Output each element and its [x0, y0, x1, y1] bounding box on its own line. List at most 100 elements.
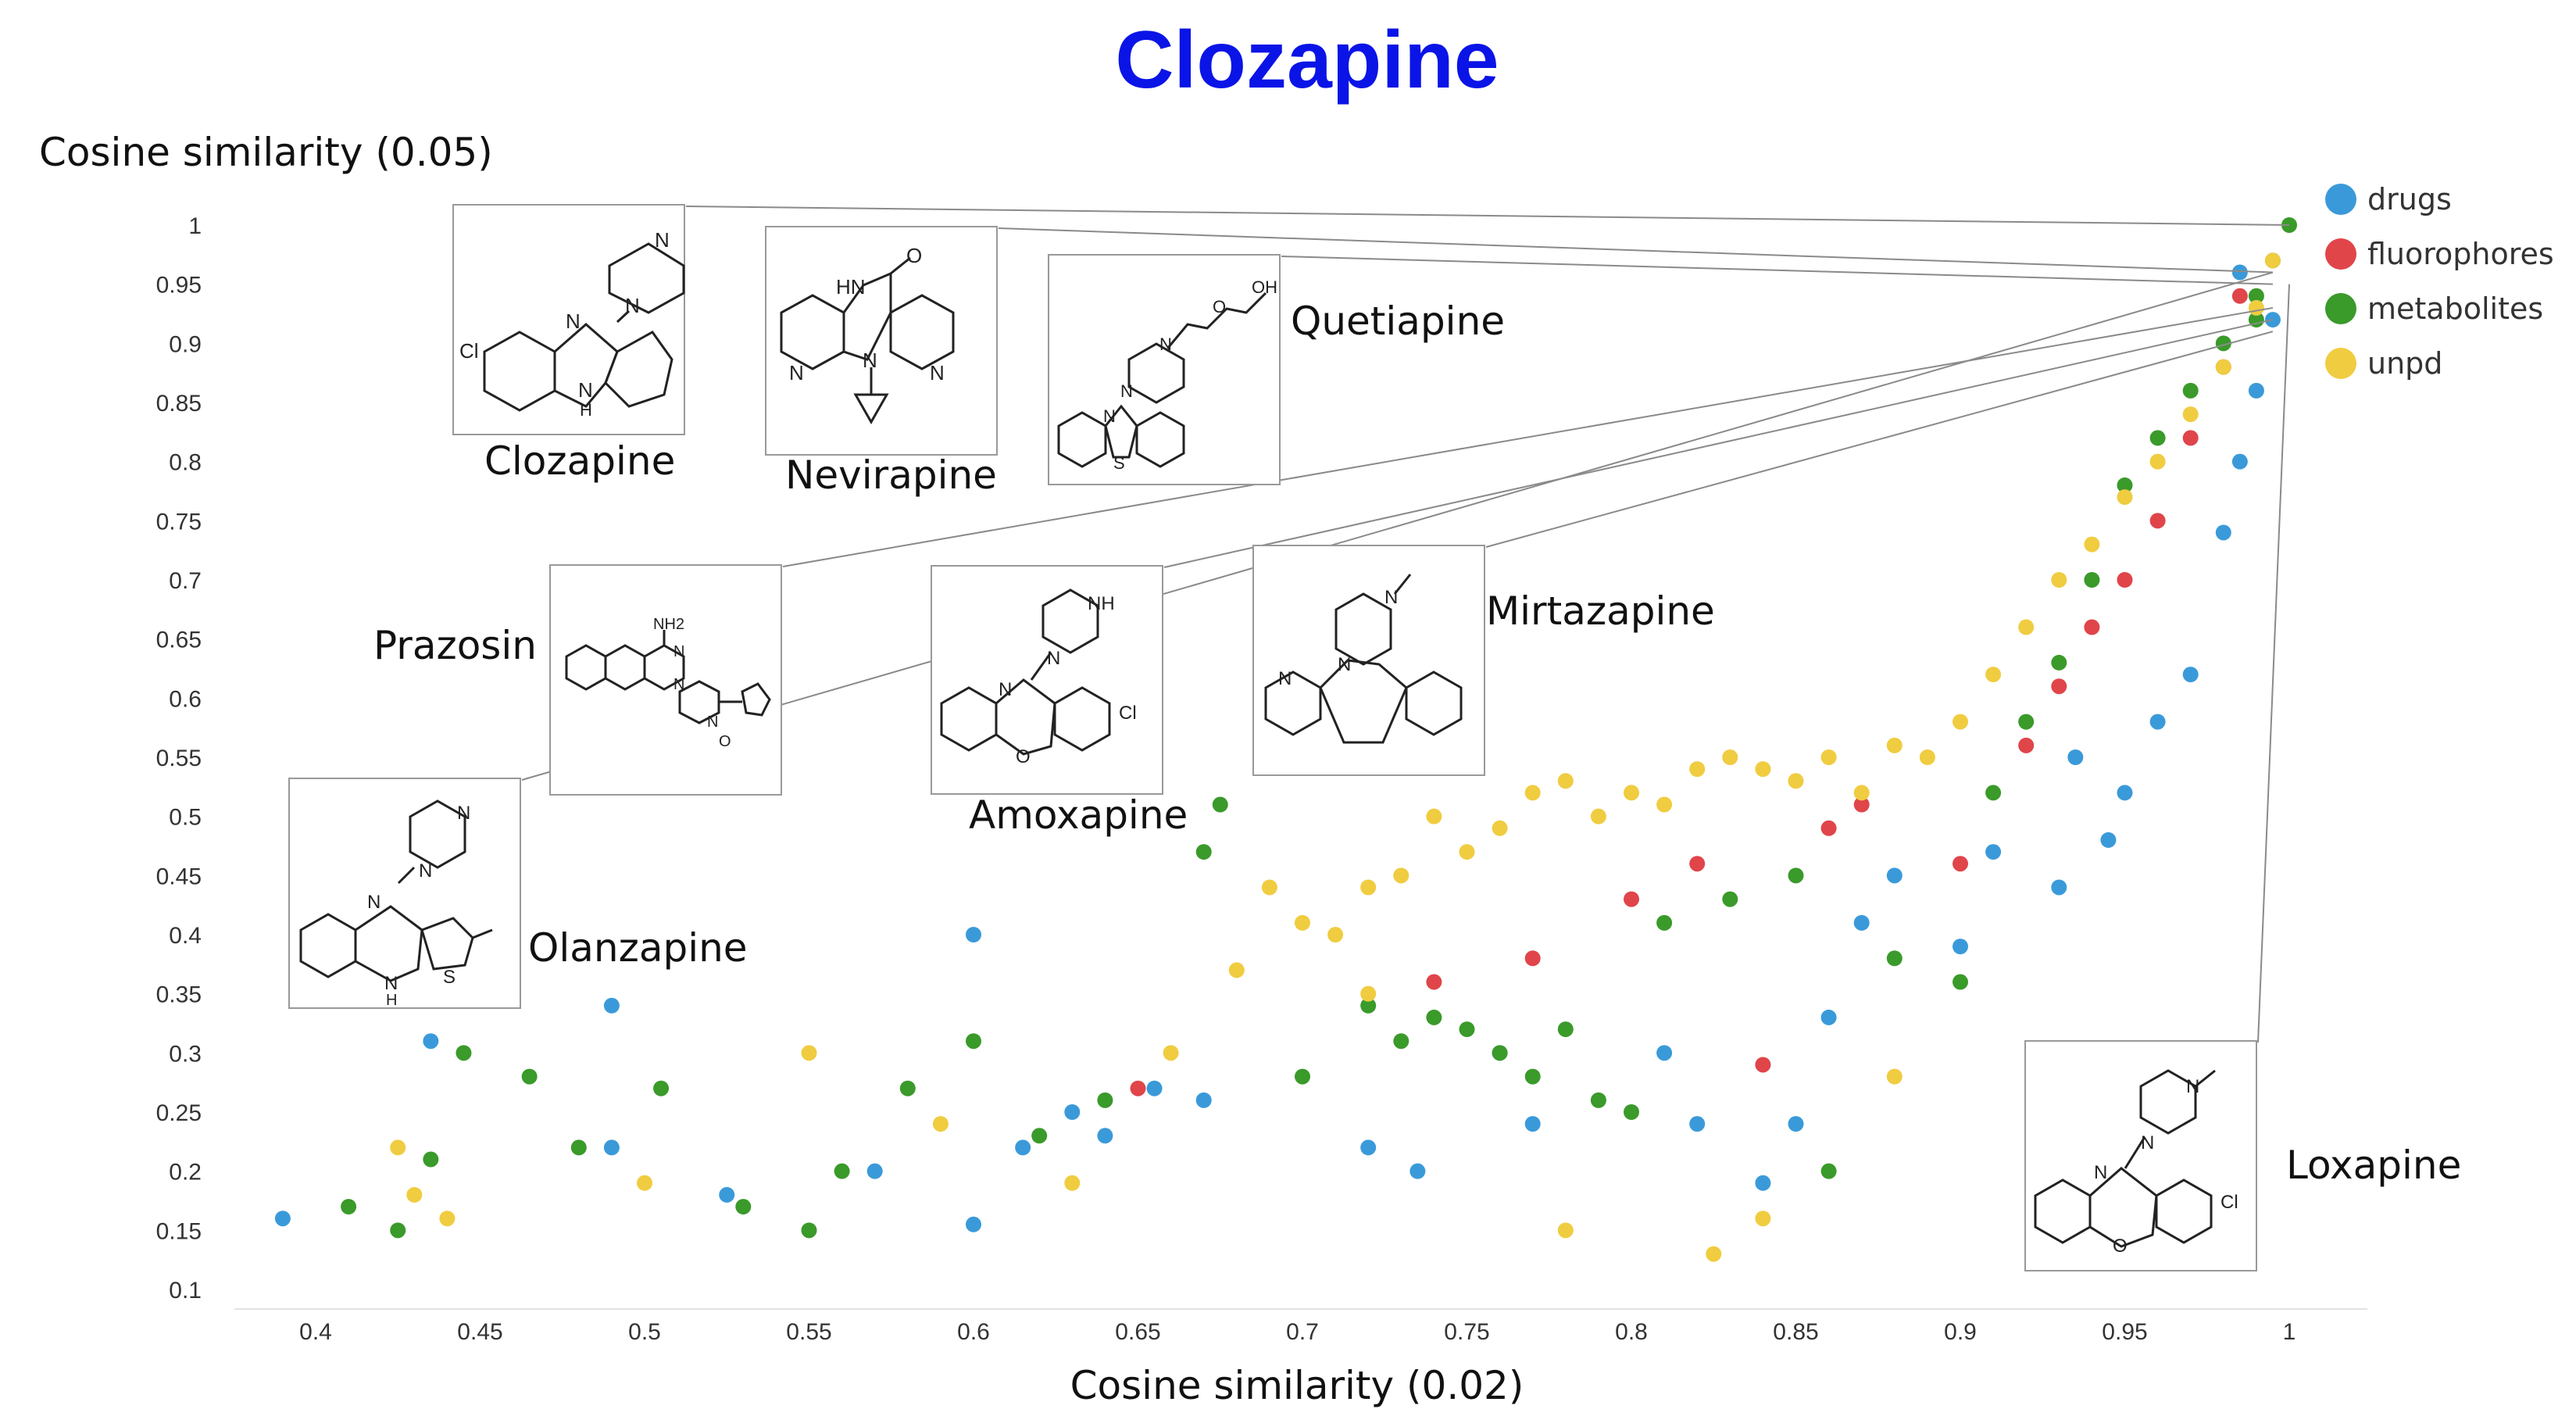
point-unpd [406, 1186, 423, 1203]
point-drugs [603, 1139, 620, 1156]
olanzapine-atom: N [419, 860, 432, 882]
point-unpd [1064, 1175, 1081, 1191]
point-drugs [2117, 785, 2133, 801]
point-metabolites [1788, 867, 1804, 884]
legend-swatch-unpd [2325, 348, 2356, 379]
point-unpd [1557, 773, 1574, 789]
x-tick-label: 0.85 [1773, 1319, 1818, 1345]
molecule-olanzapine: N N N N H S [288, 778, 521, 1009]
point-drugs [2248, 382, 2264, 399]
point-fluorophores [1624, 891, 1639, 907]
point-drugs [1146, 1080, 1163, 1096]
chart-title: Clozapine [1115, 15, 1499, 106]
clozapine-atom: H [580, 400, 592, 420]
annotation-connectors [521, 206, 2290, 1043]
point-metabolites [2018, 714, 2035, 730]
molecule-mirtazapine: N N N [1252, 545, 1485, 776]
amoxapine-structure-icon [940, 588, 1111, 756]
point-drugs [719, 1186, 735, 1203]
x-tick-label: 0.5 [628, 1319, 661, 1345]
point-fluorophores [1130, 1080, 1146, 1096]
point-metabolites [390, 1222, 406, 1239]
point-unpd [2018, 619, 2035, 635]
molecule-quetiapine: O OH N N N S [1048, 254, 1281, 485]
point-drugs [1064, 1104, 1081, 1120]
connector-amoxapine [1163, 319, 2274, 568]
molecule-box-nevirapine [765, 226, 998, 456]
legend-label-fluorophores: fluorophores [2367, 237, 2554, 271]
x-tick-label: 0.75 [1444, 1319, 1489, 1345]
nevirapine-atom: N [930, 361, 945, 384]
connector-loxapine [2257, 284, 2290, 1043]
point-unpd [1459, 844, 1475, 860]
point-drugs [966, 927, 981, 942]
point-unpd [1360, 985, 1377, 1002]
point-unpd [1689, 761, 1706, 778]
y-tick-label: 1 [188, 213, 202, 239]
y-tick-label: 0.5 [169, 805, 202, 831]
loxapine-atom: N [2141, 1132, 2154, 1153]
point-metabolites [834, 1163, 850, 1179]
point-metabolites [1524, 1068, 1541, 1085]
point-metabolites [1985, 785, 2002, 801]
point-metabolites [1656, 914, 1673, 931]
y-tick-label: 0.95 [156, 273, 202, 299]
amoxapine-atom: N [1047, 648, 1060, 669]
point-unpd [1722, 749, 1738, 765]
point-metabolites [2117, 477, 2133, 493]
point-unpd [2264, 252, 2281, 269]
amoxapine-atom: Cl [1119, 703, 1137, 724]
molecule-box-clozapine [452, 204, 685, 435]
y-tick-label: 0.15 [156, 1218, 202, 1244]
point-metabolites [1097, 1092, 1113, 1108]
y-tick-labels: 10.950.90.850.80.750.70.650.60.550.50.45… [156, 213, 202, 1304]
quetiapine-atom: N [1103, 406, 1116, 426]
point-unpd [1590, 808, 1606, 824]
quetiapine-atom: O [1213, 297, 1226, 317]
y-axis-label: Cosine similarity (0.05) [39, 130, 493, 175]
loxapine-atom: O [2113, 1236, 2128, 1257]
point-unpd [1755, 1211, 1771, 1227]
data-points [274, 217, 2297, 1262]
point-metabolites [1031, 1128, 1048, 1144]
point-unpd [1624, 785, 1639, 801]
point-metabolites [1426, 1009, 1442, 1025]
nevirapine-atom: HN [836, 275, 866, 299]
x-tick-label: 0.55 [786, 1319, 831, 1345]
y-tick-label: 0.7 [169, 568, 202, 594]
y-tick-label: 0.55 [156, 746, 202, 771]
quetiapine-atom: N [1120, 381, 1133, 401]
amoxapine-atom: O [1016, 746, 1031, 767]
point-unpd [1919, 749, 1935, 765]
legend-swatch-fluorophores [2325, 238, 2356, 270]
prazosin-atom: N [673, 643, 684, 660]
x-tick-label: 0.65 [1115, 1319, 1160, 1345]
point-metabolites [1722, 891, 1738, 907]
label-loxapine: Loxapine [2286, 1143, 2461, 1188]
molecule-box-prazosin [549, 564, 782, 796]
point-metabolites [2215, 335, 2231, 352]
x-tick-label: 0.8 [1615, 1319, 1648, 1345]
connector-olanzapine [521, 271, 2274, 781]
point-metabolites [1492, 1045, 1508, 1061]
point-drugs [966, 1216, 981, 1232]
x-axis-label: Cosine similarity (0.02) [1070, 1363, 1524, 1408]
point-unpd [1228, 962, 1245, 978]
point-fluorophores [2149, 513, 2166, 529]
point-unpd [2084, 536, 2100, 553]
point-fluorophores [2231, 288, 2248, 304]
point-unpd [1853, 785, 1870, 801]
point-unpd [439, 1211, 456, 1227]
point-fluorophores [1689, 856, 1706, 872]
amoxapine-atom: NH [1088, 593, 1115, 614]
prazosin-atom: N [673, 676, 684, 693]
point-unpd [1492, 820, 1508, 836]
point-drugs [2149, 714, 2166, 730]
point-drugs [1886, 867, 1903, 884]
y-tick-label: 0.6 [169, 686, 202, 712]
point-drugs [1524, 1116, 1541, 1132]
clozapine-atom: N [566, 309, 581, 333]
molecule-amoxapine: NH N N Cl O [931, 565, 1163, 795]
